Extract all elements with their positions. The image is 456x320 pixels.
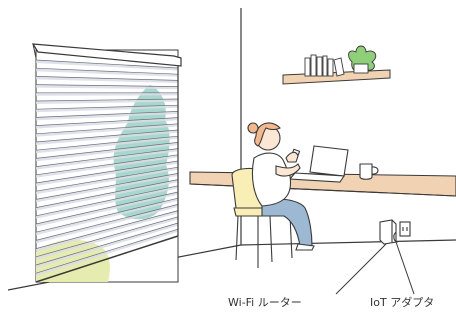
iot-adapter-label: IoT アダプタ [370,296,434,309]
wifi-router-icon [380,220,396,244]
books-icon [305,55,344,76]
window-blind [33,44,181,282]
wifi-router-label: Wi-Fi ルーター [228,296,302,309]
blind-slat [36,93,178,96]
callout-lines [336,242,414,294]
wall-shelf [283,46,390,84]
potted-plant-icon [349,46,376,73]
